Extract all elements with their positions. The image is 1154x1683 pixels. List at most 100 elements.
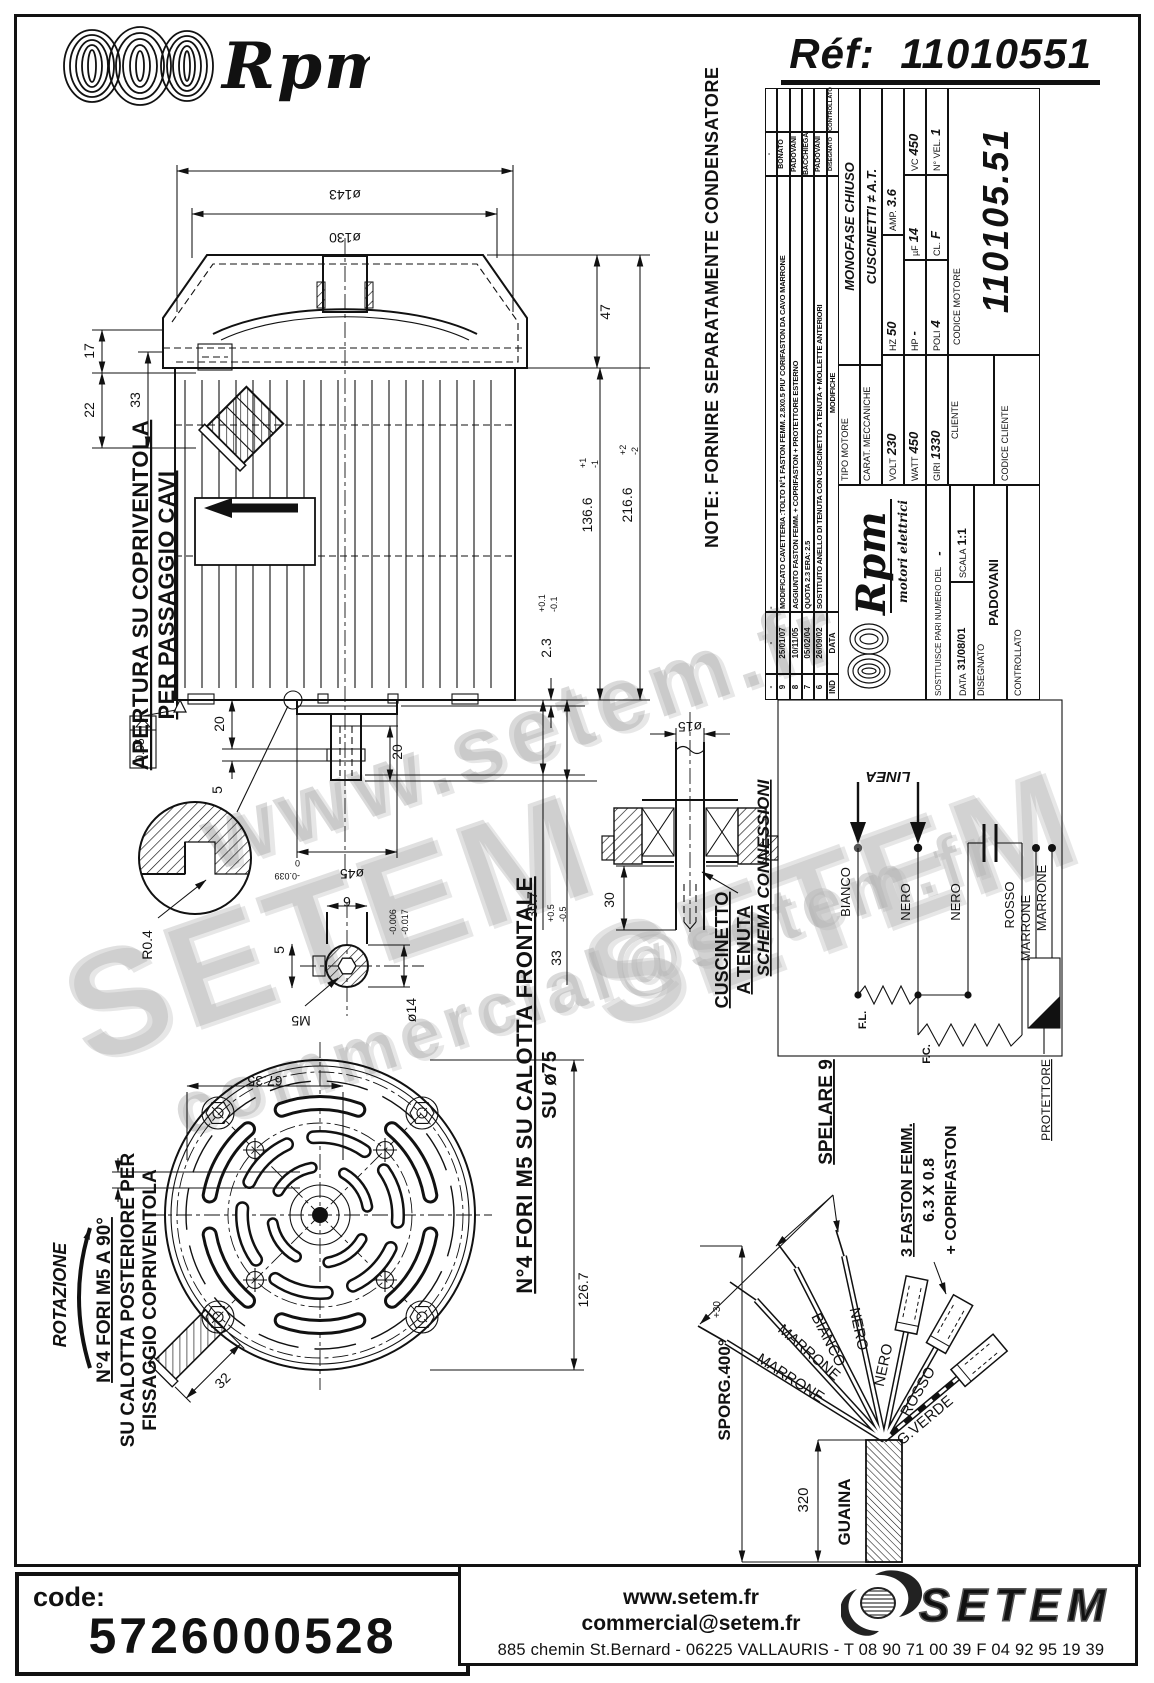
faston-connector xyxy=(949,1333,1009,1388)
cuscinetto-label-1: CUSCINETTO xyxy=(712,892,732,1009)
spec-value: 450 xyxy=(906,133,921,156)
rev-desc: AGGIUNTO FASTON FEMM. + COPRIFASTON + PR… xyxy=(789,176,802,612)
spec-value: 4 xyxy=(928,320,943,328)
rev-ind: 7 xyxy=(801,674,815,700)
dim-1267-label: 126.7 xyxy=(575,1272,591,1307)
spec-nvel-cell: N° VEL.1 xyxy=(926,88,948,175)
guaina-label: GUAINA xyxy=(835,1478,854,1545)
cable-w5-label: NERO xyxy=(871,1342,897,1388)
dim-23-label: 2.3 xyxy=(538,638,554,658)
dim-33-label: 33 xyxy=(127,392,143,408)
apertura-label-1: APERTURA SU COPRIVENTOLA xyxy=(128,420,153,771)
footer-address: 885 chemin St.Bernard - 06225 VALLAURIS … xyxy=(497,1641,1105,1659)
rev-date: - xyxy=(765,612,778,674)
spec-poli-cell: POLI 4 xyxy=(926,260,948,355)
dim-14-tol-m: -0.017 xyxy=(400,909,410,935)
cable-w4-label: NERO xyxy=(846,1306,872,1352)
footer-panel: www.setem.fr commercial@setem.fr 885 che… xyxy=(458,1564,1138,1666)
m5-label: M5 xyxy=(291,1013,311,1029)
ref-label: Réf: xyxy=(789,30,875,77)
spec-value: 1330 xyxy=(928,430,943,460)
setem-swirl-icon xyxy=(841,1570,923,1636)
spec-amp-cell: AMP.3.6 xyxy=(882,88,904,235)
rev-date: 10/11/05 xyxy=(789,612,802,674)
carat-value-cell: CUSCINETTI ≠ A.T. xyxy=(860,88,882,365)
controllato-cell: CONTROLLATO xyxy=(1007,485,1040,700)
dim-45-label: ø45 xyxy=(340,866,364,882)
codice-motore-cell: CODICE MOTORE 110105.51 xyxy=(948,88,1040,355)
setem-wordmark: SETEM xyxy=(919,1579,1112,1631)
cliente-label: CLIENTE xyxy=(950,401,960,440)
dim-14-tol-p: -0.006 xyxy=(388,909,398,935)
spec-label: WATT xyxy=(910,456,920,482)
cuscinetto-label-2: A TENUTA xyxy=(734,906,754,995)
r04-detail: R0.4 xyxy=(138,705,289,960)
rev-name2 xyxy=(765,88,778,132)
fori-front-label: N°4 FORI M5 SU CALOTTA FRONTALE xyxy=(512,876,537,1293)
cliente-cell: CLIENTE xyxy=(948,355,994,485)
dim-30-label: 30 xyxy=(601,892,617,908)
rpm-wordmark: Rpm xyxy=(220,29,370,104)
dim-23-tol-m: -0.1 xyxy=(549,596,559,612)
wire-nero1-label: NERO xyxy=(898,883,913,921)
fori-post-label-2: SU CALOTTA POSTERIORE PER xyxy=(118,1152,139,1447)
codice-cliente-cell: CODICE CLIENTE xyxy=(994,355,1040,485)
code-value: 5726000528 xyxy=(88,1608,397,1664)
rpm-logo: Rpm xyxy=(30,14,392,106)
dim-33b-label: 33 xyxy=(548,950,564,966)
data-label: DATA xyxy=(957,673,968,696)
revision-row: ---- xyxy=(765,88,778,700)
rev-name: - xyxy=(765,132,778,176)
wire-marrone1-label: MARRONE xyxy=(1018,894,1033,961)
rev-name: PADOVANI xyxy=(814,132,827,176)
fori-post-label-3: FISSAGGIO COPRIVENTOLA xyxy=(140,1169,161,1431)
protettore-label: PROTETTORE xyxy=(1039,1059,1053,1141)
spec-label: HZ xyxy=(888,339,898,351)
faston-connector xyxy=(894,1275,929,1336)
spec-volt-cell: VOLT230 xyxy=(882,355,904,485)
dim-23-tol-p: +0.1 xyxy=(537,594,547,612)
rev-ind: 9 xyxy=(777,674,790,700)
wire-bianco-label: BIANCO xyxy=(838,867,853,917)
rpm-springs-icon: Rpm xyxy=(63,26,392,106)
spec-vc-cell: VC450 xyxy=(904,88,926,175)
dim-6-label: 6 xyxy=(343,894,351,910)
reference-number: Réf: 11010551 xyxy=(781,30,1100,85)
spec-label: CL. xyxy=(932,241,942,256)
fl-label: F.L. xyxy=(857,1011,869,1029)
sostituisce-value: - xyxy=(930,551,946,556)
dim-15-label: ø15 xyxy=(678,719,702,735)
dim-45-tol-m: -0.039 xyxy=(274,871,300,881)
dim-130-label: ø130 xyxy=(329,230,361,246)
spec-label: VOLT xyxy=(888,458,898,481)
rev-name2 xyxy=(814,88,827,132)
schema-connessioni: SCHEMA CONNESSIONI LINEA BIANCO NERO NER… xyxy=(754,699,1063,1141)
faston-label-2: 6.3 X 0.8 xyxy=(921,1158,938,1222)
title-block: Rpm motori elettrici TIPO MOTORE MONOFAS… xyxy=(838,88,1040,700)
spec-label: POLI xyxy=(932,330,942,351)
spec-label: AMP. xyxy=(888,210,898,231)
spec-giri-cell: GIRI1330 xyxy=(926,355,948,485)
dim-45-tol-0: 0 xyxy=(295,858,300,868)
titleblock-rpm-wordmark: Rpm xyxy=(848,511,895,616)
side-view-dimensions: ø143 ø130 47 17 22 33 APERTURA SU COPRIV… xyxy=(81,165,650,1029)
rev-date: 26/09/02 xyxy=(814,612,827,674)
dim-1366-label: 136.6 xyxy=(579,497,595,532)
code-box: code: 5726000528 xyxy=(15,1572,470,1676)
dim-22-label: 22 xyxy=(81,402,97,418)
fori-post-label-1: N°4 FORI M5 A 90° xyxy=(94,1217,115,1383)
spec-value: F xyxy=(928,231,943,239)
dim-5b-label: 5 xyxy=(271,946,287,954)
spec-value: 50 xyxy=(884,321,899,336)
sostituisce-label: SOSTITUISCE PARI NUMERO DEL xyxy=(933,566,943,696)
dim-2166-tol-m: -2 xyxy=(630,447,640,455)
motor-front-view: 32 67.35 ROTAZIONE N°4 FORI M5 A 90° SU … xyxy=(50,876,591,1447)
tipo-motore-value-cell: MONOFASE CHIUSO xyxy=(838,88,860,365)
rotazione-label: ROTAZIONE xyxy=(50,1242,70,1348)
wire-nero2-label: NERO xyxy=(948,883,963,921)
dim-6735-label: 67.35 xyxy=(247,1073,282,1089)
